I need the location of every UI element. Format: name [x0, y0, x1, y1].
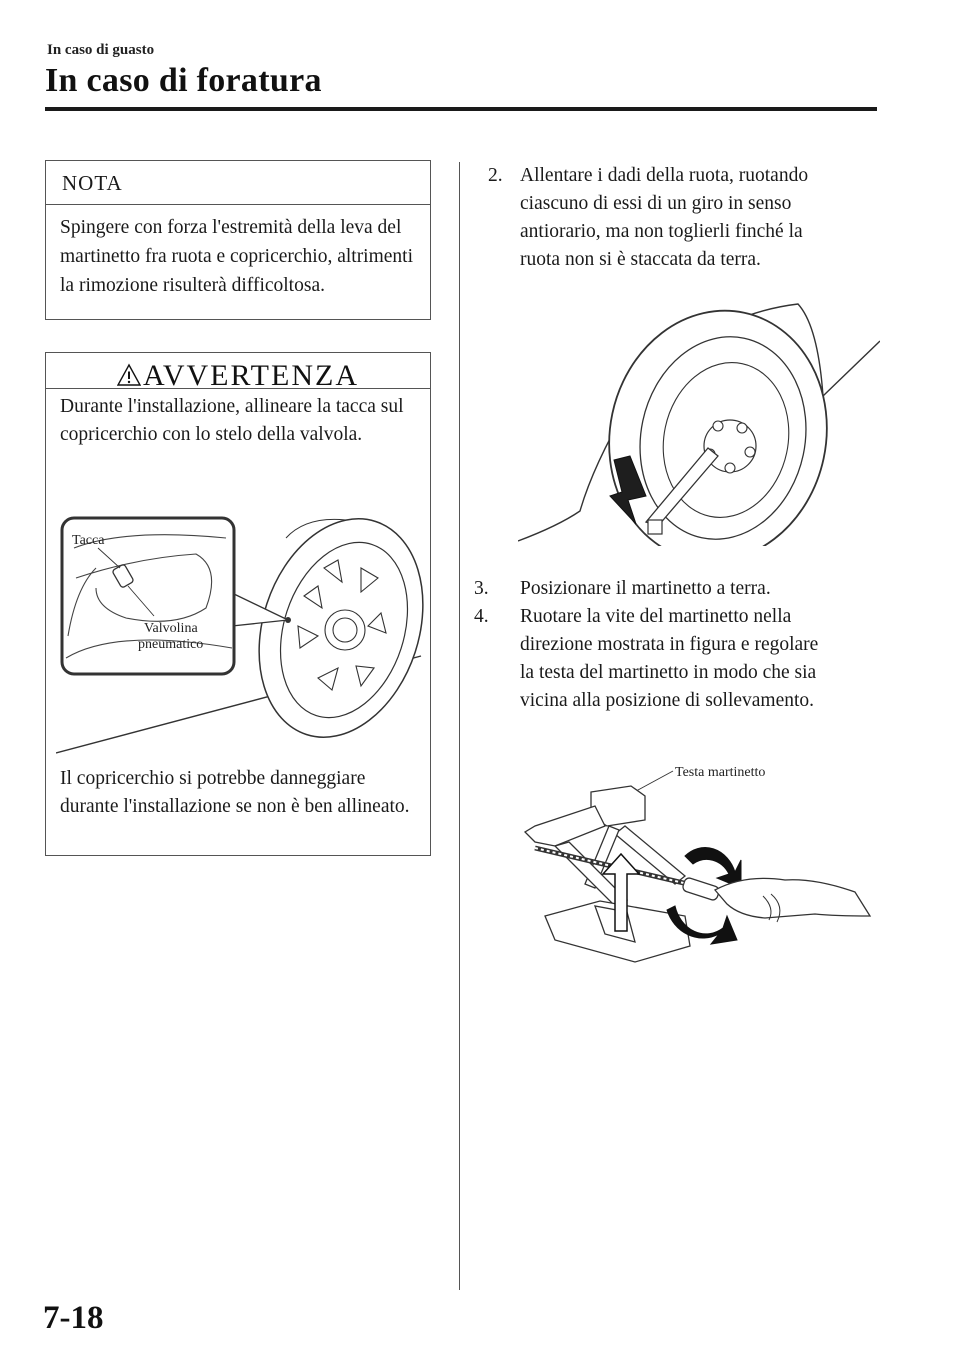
- hubcap-figure: Tacca Valvolina pneumatico: [56, 516, 424, 754]
- step-number: 3.: [474, 578, 489, 599]
- valve-label-line2: pneumatico: [138, 637, 203, 652]
- step-number: 4.: [474, 606, 489, 627]
- step-line: la testa del martinetto in modo che sia: [520, 662, 817, 683]
- note-text: Spingere con forza l'estremità della lev…: [60, 217, 414, 296]
- page-number: 7-18: [43, 1300, 104, 1336]
- warning-triangle-icon: [117, 363, 142, 386]
- step-line: Ruotare la vite del martinetto nella: [520, 606, 792, 627]
- page-title: In caso di foratura: [45, 62, 322, 99]
- step-number: 2.: [488, 165, 503, 186]
- step-line: Allentare i dadi della ruota, ruotando: [520, 165, 809, 186]
- jack-head-label: Testa martinetto: [675, 765, 765, 780]
- step-4: 4. Ruotare la vite del martinetto nella …: [474, 603, 894, 723]
- warning-header: AVVERTENZA: [46, 353, 430, 392]
- title-rule: [45, 107, 877, 111]
- lug-nut-figure: [518, 303, 880, 546]
- column-divider: [459, 162, 460, 1290]
- step-line: ciascuno di essi di un giro in senso: [520, 193, 792, 214]
- warning-text-2: Il copricerchio si potrebbe danneggiare …: [60, 768, 410, 817]
- step-line: Posizionare il martinetto a terra.: [520, 578, 771, 599]
- warning-heading: AVVERTENZA: [143, 359, 359, 392]
- valve-label-line1: Valvolina: [144, 621, 198, 636]
- step-line: ruota non si è staccata da terra.: [520, 249, 761, 270]
- warning-box: AVVERTENZA Durante l'installazione, alli…: [45, 352, 431, 856]
- section-label: In caso di guasto: [47, 42, 155, 58]
- note-heading: NOTA: [46, 161, 430, 205]
- note-box: NOTA Spingere con forza l'estremità dell…: [45, 160, 431, 320]
- warning-text-1: Durante l'installazione, allineare la ta…: [60, 396, 404, 445]
- jack-figure: Testa martinetto: [523, 765, 872, 963]
- step-line: antiorario, ma non toglierli finché la: [520, 221, 803, 242]
- step-line: direzione mostrata in figura e regolare: [520, 634, 819, 655]
- step-3: 3. Posizionare il martinetto a terra.: [474, 575, 894, 605]
- step-line: vicina alla posizione di sollevamento.: [520, 690, 815, 711]
- notch-label: Tacca: [72, 533, 105, 548]
- step-2: 2. Allentare i dadi della ruota, ruotand…: [488, 162, 888, 282]
